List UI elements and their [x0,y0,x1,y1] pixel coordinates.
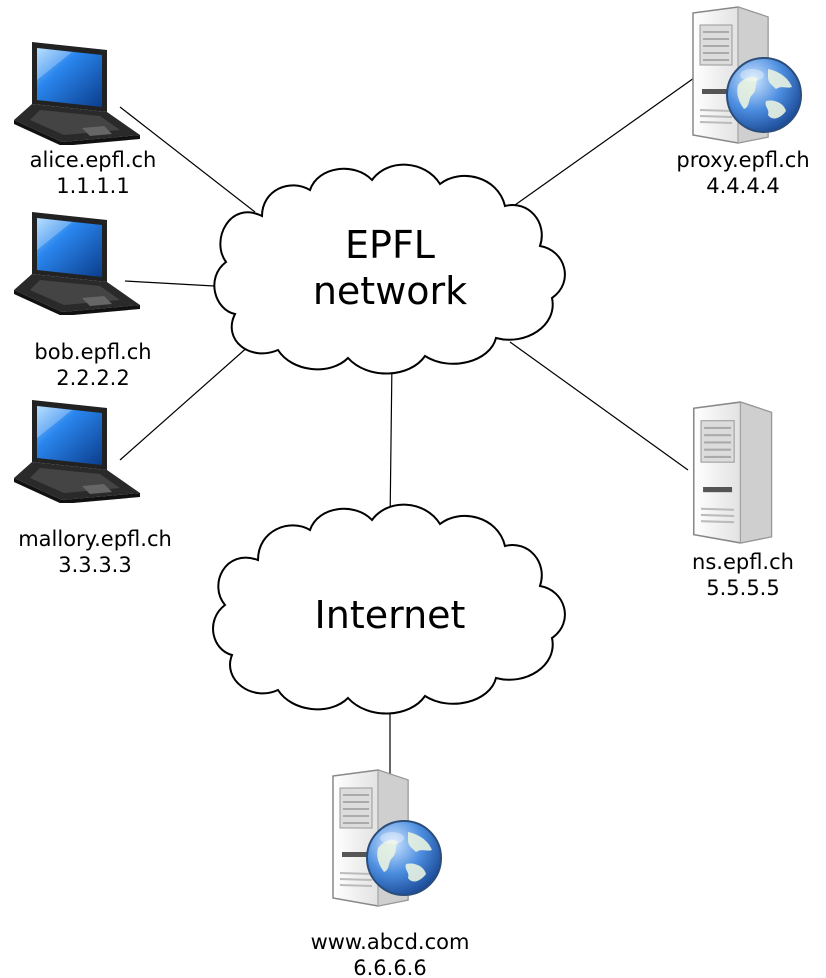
node-label-ns: ns.epfl.ch 5.5.5.5 [660,549,826,601]
node-label-mallory: mallory.epfl.ch 3.3.3.3 [0,526,190,578]
laptop-icon-mallory [14,400,140,503]
epfl-network-label-line2: network [312,269,468,313]
mallory-hostname: mallory.epfl.ch [18,527,172,551]
ns-ip: 5.5.5.5 [706,576,780,600]
link-epfl-internet [389,359,393,526]
link-ns-epfl [509,341,689,471]
link-proxy-epfl [514,77,695,206]
laptop-icon-alice [14,42,140,145]
link-mallory-epfl [119,344,251,461]
alice-hostname: alice.epfl.ch [29,148,157,172]
node-label-proxy: proxy.epfl.ch 4.4.4.4 [660,147,826,199]
link-alice-epfl [119,106,256,213]
mallory-ip: 3.3.3.3 [58,553,132,577]
www-ip: 6.6.6.6 [353,956,427,978]
proxy-ip: 4.4.4.4 [706,174,780,198]
node-label-alice: alice.epfl.ch 1.1.1.1 [0,147,186,199]
proxy-hostname: proxy.epfl.ch [676,148,810,172]
internet-label: Internet [290,592,490,638]
epfl-network-cloud [213,163,566,375]
laptop-icon-bob [14,212,140,315]
internet-cloud [212,503,566,715]
globe-icon-proxy [726,57,802,133]
alice-ip: 1.1.1.1 [56,174,130,198]
node-label-bob: bob.epfl.ch 2.2.2.2 [0,339,186,391]
globe-icon-www [366,820,442,896]
epfl-network-label: EPFL network [290,222,490,314]
bob-hostname: bob.epfl.ch [34,340,152,364]
server-icon-ns [692,400,773,545]
connections [119,77,695,795]
bob-ip: 2.2.2.2 [56,366,130,390]
epfl-network-label-line1: EPFL [345,223,435,267]
internet-label-line1: Internet [314,593,466,637]
ns-hostname: ns.epfl.ch [692,550,794,574]
www-hostname: www.abcd.com [310,930,470,954]
node-label-www: www.abcd.com 6.6.6.6 [290,929,490,978]
